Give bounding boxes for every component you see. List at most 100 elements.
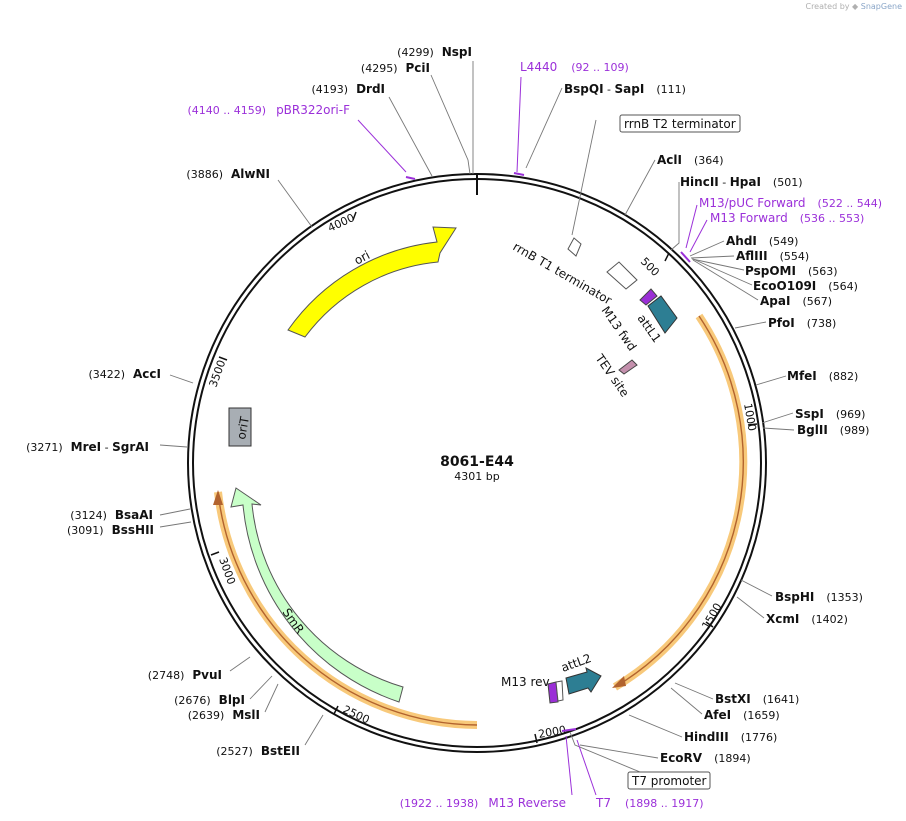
tick-mark-4000 — [352, 211, 357, 221]
tick-label-500: 500 — [638, 255, 662, 279]
M13-fwd-label: M13 fwd — [599, 304, 640, 354]
leader-EcoRV — [579, 744, 659, 759]
leader-SspI — [761, 412, 794, 424]
tick-mark-1500 — [705, 621, 714, 628]
ori-label: ori — [352, 248, 372, 268]
rrnB-T2-small-feature — [567, 237, 582, 257]
leader-BsaAI — [159, 508, 191, 516]
T7-promoter-label: T7 promoter — [631, 774, 707, 788]
leader-BssHII — [159, 521, 192, 528]
mark-L4440 — [513, 172, 525, 176]
site-PvuI: (2748)PvuI — [148, 668, 222, 682]
rrnB-T2-box — [619, 114, 741, 133]
leader-XcmI — [736, 596, 765, 619]
leader-M13-Reverse — [565, 735, 573, 796]
leader-PvuI — [229, 656, 251, 672]
site-MslI: (2639)MslI — [188, 708, 260, 722]
leader-BspHI — [740, 579, 773, 597]
site-BglII: BglII(989) — [797, 423, 869, 437]
rrnB-T1-feature — [606, 261, 638, 290]
SmR-feature — [230, 487, 404, 703]
mark-pBR322ori-F — [405, 176, 416, 180]
site-HincII-HpaI: HincII - HpaI(501) — [680, 175, 803, 189]
leader-BstEII — [304, 714, 324, 746]
M13-rev-label: M13 rev — [501, 675, 550, 689]
leader-HincII — [670, 182, 680, 251]
site-AhdI: AhdI(549) — [726, 234, 798, 248]
leader-ApaI — [692, 259, 759, 301]
leader-PciI — [430, 74, 471, 175]
tick-label-2000: 2000 — [537, 723, 567, 741]
site-NspI: (4299)NspI — [397, 45, 472, 59]
site-PfoI: PfoI(738) — [768, 316, 836, 330]
orf-arrowhead-right — [612, 676, 626, 688]
tick-mark-3000 — [210, 551, 220, 556]
T7-promoter-small-feature — [555, 680, 564, 702]
mark-M13-Reverse — [561, 728, 577, 732]
ori-feature — [287, 226, 457, 338]
attL2-feature — [565, 667, 602, 695]
site-EcoRV: EcoRV(1894) — [660, 751, 751, 765]
leader-M13-Forward — [689, 219, 708, 253]
orf-band-right — [612, 313, 748, 691]
leader-lines — [159, 61, 795, 773]
site-EcoO109I: EcoO109I(564) — [753, 279, 858, 293]
orf-arrowhead-left — [213, 490, 223, 505]
site-BstEII: (2527)BstEII — [216, 744, 300, 758]
leader-AlwNI — [277, 179, 313, 228]
tick-mark-1000 — [747, 423, 758, 426]
site-BsaAI: (3124)BsaAI — [70, 508, 153, 522]
T7-promoter-box — [627, 771, 711, 790]
leader-PfoI — [734, 321, 767, 329]
leader-BspQI — [525, 87, 563, 169]
M13-rev-feature — [547, 681, 559, 704]
site-BstXI: BstXI(1641) — [715, 692, 799, 706]
leader-EcoO109I — [692, 258, 753, 286]
snapgene-credit: Created by ◆ SnapGene — [805, 2, 902, 11]
orf-line-left — [217, 491, 478, 726]
leader-AclI — [624, 159, 656, 216]
tick-label-1000: 1000 — [741, 402, 759, 432]
leader-M13-pUC — [685, 204, 698, 249]
tick-mark-3500 — [218, 356, 228, 361]
leader-BlpI — [249, 675, 273, 700]
tick-mark-2000 — [534, 733, 538, 744]
leader-MreI — [159, 444, 188, 448]
credit-prefix: Created by — [805, 2, 850, 11]
leader-pBR322ori-F — [357, 119, 407, 173]
oriT-label: oriT — [234, 415, 252, 441]
tick-label-3500: 3500 — [207, 358, 229, 389]
primer-T7: T7(1898 .. 1917) — [595, 796, 704, 810]
TEV-site-label: TEV site — [592, 351, 632, 400]
primer-leaders — [357, 76, 708, 796]
primer-M13-pUC-Forward: M13/pUC Forward(522 .. 544) — [699, 196, 882, 210]
oriT-feature — [228, 407, 252, 447]
site-AccI: (3422)AccI — [88, 367, 161, 381]
TEV-site-feature — [618, 359, 638, 375]
site-PciI: (4295)PciI — [361, 61, 430, 75]
site-PspOMI: PspOMI(563) — [745, 264, 838, 278]
leader-T7 — [576, 739, 597, 796]
leader-AhdI — [689, 240, 725, 257]
primer-M13-Forward: M13 Forward(536 .. 553) — [710, 211, 864, 225]
site-DrdI: (4193)DrdI — [311, 82, 385, 96]
site-HindIII: HindIII(1776) — [684, 730, 777, 744]
primer-L4440: L4440(92 .. 109) — [520, 60, 629, 74]
rrnB-T1-label: rrnB T1 terminator — [511, 239, 615, 307]
leader-L4440 — [516, 76, 522, 173]
site-AflIII: AflIII(554) — [736, 249, 809, 263]
tick-mark-2500 — [333, 705, 339, 715]
M13-fwd-feature — [639, 288, 658, 306]
leader-HindIII — [628, 714, 683, 738]
leader-rrnB-T2 — [571, 119, 597, 236]
primer-M13-Reverse: (1922 .. 1938)M13 Reverse — [400, 796, 566, 810]
site-MfeI: MfeI(882) — [787, 369, 858, 383]
site-MreI-SgrAI: (3271)MreI - SgrAI — [26, 440, 149, 454]
mark-M13-Forward — [680, 251, 691, 263]
primer-pBR322ori-F: (4140 .. 4159)pBR322ori-F — [188, 103, 351, 117]
credit-brand: SnapGene — [860, 2, 902, 11]
site-AclI: AclI(364) — [657, 153, 724, 167]
leader-BglII — [762, 427, 795, 431]
leader-AccI — [169, 374, 194, 384]
site-BspHI: BspHI(1353) — [775, 590, 863, 604]
